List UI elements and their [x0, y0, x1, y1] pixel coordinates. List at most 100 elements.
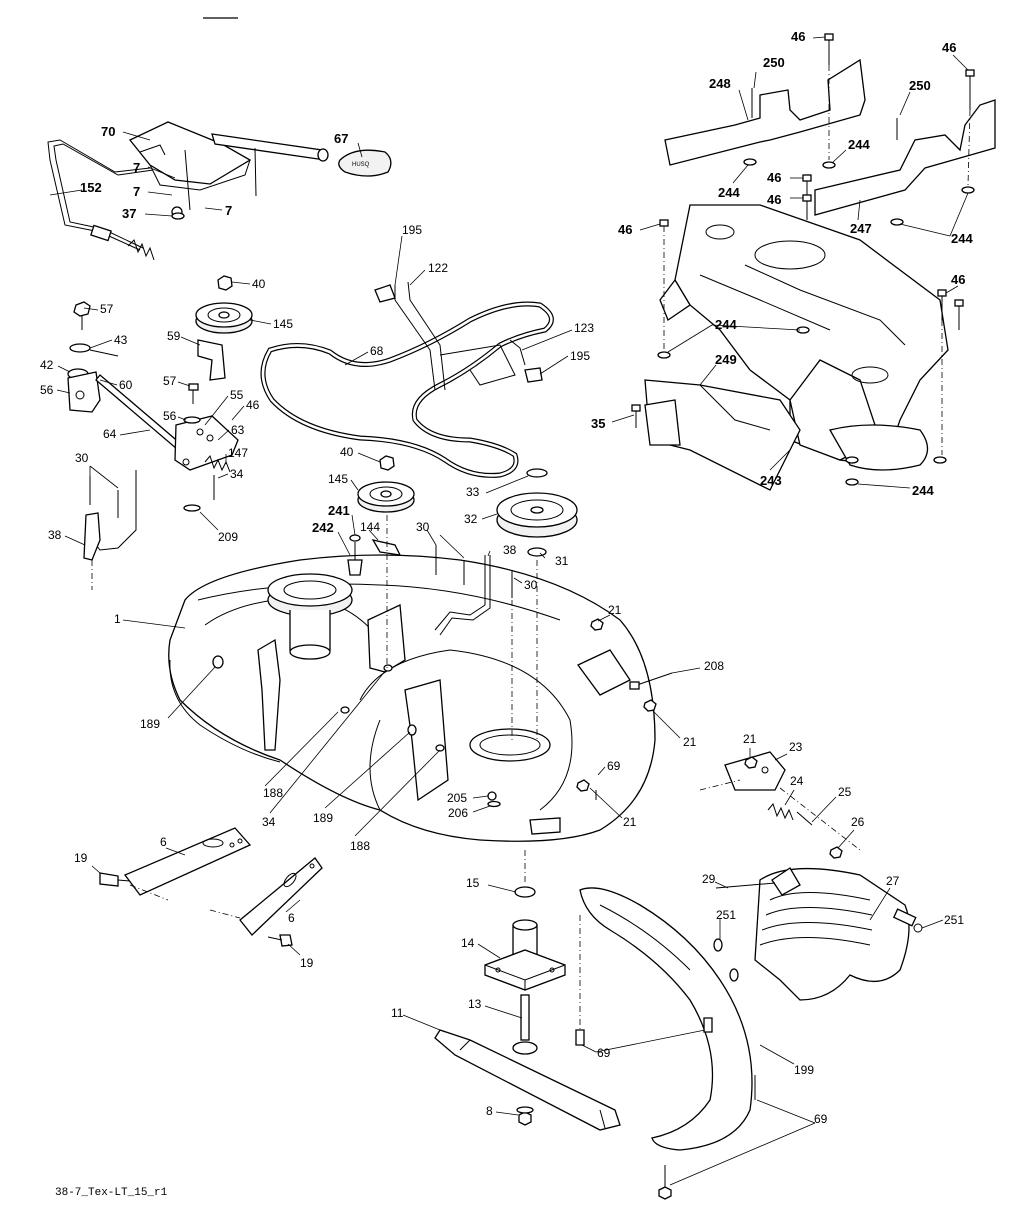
callout-46: 46	[942, 40, 956, 55]
callout-247: 247	[850, 221, 872, 236]
callout-7: 7	[133, 160, 140, 175]
callout-34: 34	[230, 467, 244, 481]
callout-33: 33	[466, 485, 480, 499]
callout-7: 7	[225, 203, 232, 218]
callout-56: 56	[40, 383, 54, 397]
callout-188: 188	[263, 786, 283, 800]
discharge-chute-27	[715, 867, 910, 1001]
callout-57: 57	[163, 374, 177, 388]
callout-15: 15	[466, 876, 480, 890]
callout-244: 244	[715, 317, 737, 332]
lift-lever-assembly	[128, 121, 329, 211]
callout-8: 8	[486, 1104, 493, 1118]
callout-64: 64	[103, 427, 117, 441]
callout-32: 32	[464, 512, 478, 526]
callout-42: 42	[40, 358, 54, 372]
callout-189: 189	[140, 717, 160, 731]
callout-122: 122	[428, 261, 448, 275]
callout-63: 63	[231, 423, 245, 437]
callout-46: 46	[618, 222, 632, 237]
guard-bolts-69	[575, 915, 756, 1200]
callout-13: 13	[468, 997, 482, 1011]
callout-1: 1	[114, 612, 121, 626]
callout-21: 21	[683, 735, 697, 749]
callout-30: 30	[75, 451, 89, 465]
callout-144: 144	[360, 520, 380, 534]
callout-14: 14	[461, 936, 475, 950]
callout-55: 55	[230, 388, 244, 402]
callout-34: 34	[262, 815, 276, 829]
callout-244: 244	[951, 231, 973, 246]
blade-11	[434, 1029, 621, 1131]
chute-hardware-251	[713, 908, 923, 982]
callout-30: 30	[416, 520, 430, 534]
callout-31: 31	[555, 554, 569, 568]
idler-bracket-59	[197, 339, 226, 381]
belt-cover-shield-247	[814, 99, 996, 216]
belt-guide-rods-122-123	[374, 281, 543, 391]
callout-68: 68	[370, 344, 384, 358]
spindle-pulley-32	[496, 468, 578, 557]
callout-46: 46	[767, 192, 781, 207]
callout-123: 123	[574, 321, 594, 335]
spindle-housing-14	[484, 886, 566, 991]
callout-189: 189	[313, 811, 333, 825]
callout-37: 37	[122, 206, 136, 221]
callout-23: 23	[789, 740, 803, 754]
svg-text:HUSQ: HUSQ	[352, 162, 370, 168]
callout-243: 243	[760, 473, 782, 488]
callout-38: 38	[48, 528, 62, 542]
callout-70: 70	[101, 124, 115, 139]
callout-11: 11	[391, 1006, 404, 1020]
callout-21: 21	[623, 815, 637, 829]
blade-guard-199	[579, 887, 753, 1151]
callout-46: 46	[791, 29, 805, 44]
callout-6: 6	[160, 835, 167, 849]
callout-199: 199	[794, 1063, 814, 1077]
knob-67: HUSQ	[338, 149, 392, 177]
callout-43: 43	[114, 333, 128, 347]
front-bracket-6-right	[209, 857, 323, 947]
callout-152: 152	[80, 180, 102, 195]
callout-244: 244	[718, 185, 740, 200]
callout-labels: 70 67 7 7 7 152 37 195 122 123 195 68 40…	[40, 29, 973, 1126]
callout-21: 21	[608, 603, 622, 617]
callout-46: 46	[767, 170, 781, 185]
callout-249: 249	[715, 352, 737, 367]
callout-241: 241	[328, 503, 350, 518]
belt-cover-243	[659, 204, 949, 471]
idler-pulley-145-lower	[357, 455, 415, 513]
callout-147: 147	[228, 446, 248, 460]
callout-209: 209	[218, 530, 238, 544]
callout-46: 46	[246, 398, 260, 412]
callout-59: 59	[167, 329, 181, 343]
front-bracket-6-left	[99, 827, 252, 901]
spindle-shaft-13	[512, 850, 538, 1055]
callout-251: 251	[944, 913, 964, 927]
drive-belt-68	[260, 301, 554, 478]
deflector-brackets-23-26	[699, 751, 861, 859]
callout-208: 208	[704, 659, 724, 673]
callout-195: 195	[570, 349, 590, 363]
belt-cover-249	[644, 379, 801, 491]
cutting-deck-1	[168, 515, 673, 842]
callout-25: 25	[838, 785, 852, 799]
callout-244: 244	[912, 483, 934, 498]
callout-250: 250	[909, 78, 931, 93]
callout-195: 195	[402, 223, 422, 237]
blade-bolt-8	[516, 1106, 534, 1126]
callout-6: 6	[288, 911, 295, 925]
callout-30: 30	[524, 578, 538, 592]
callout-206: 206	[448, 806, 468, 820]
drawing-code: 38-7_Tex-LT_15_r1	[55, 1187, 168, 1199]
callout-251: 251	[716, 908, 736, 922]
callout-35: 35	[591, 416, 605, 431]
callout-250: 250	[763, 55, 785, 70]
callout-24: 24	[790, 774, 804, 788]
callout-188: 188	[350, 839, 370, 853]
callout-145: 145	[273, 317, 293, 331]
belt-cover-shield-248	[664, 58, 866, 166]
callout-56: 56	[163, 409, 177, 423]
callout-26: 26	[851, 815, 865, 829]
